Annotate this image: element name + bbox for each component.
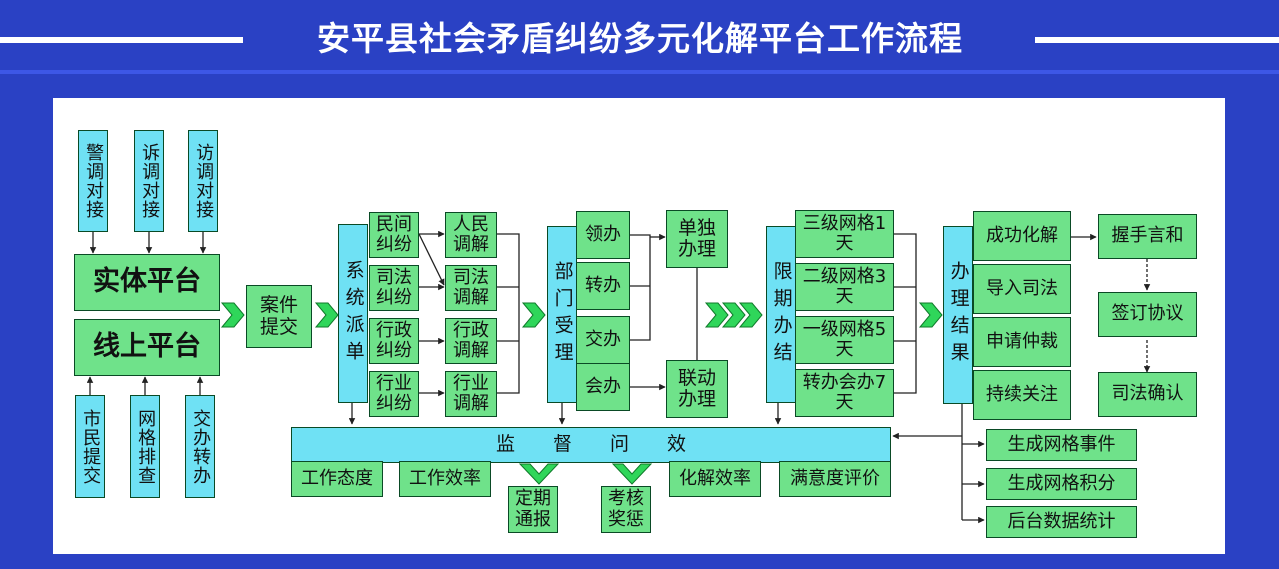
deadline-complete: 限期办结: [766, 226, 796, 403]
dispute-type-judicial: 司法纠纷: [369, 265, 419, 311]
dispute-type-industry: 行业纠纷: [369, 371, 419, 417]
action-assign: 交办: [576, 316, 630, 364]
dispute-type-administrative: 行政纠纷: [369, 318, 419, 364]
result-resolved: 成功化解: [973, 211, 1071, 261]
mediation-judicial: 司法调解: [445, 265, 497, 311]
supervision-satisfaction: 满意度评价: [779, 461, 891, 497]
chain-confirm: 司法确认: [1098, 372, 1197, 417]
source-court: 诉调对接: [134, 130, 164, 232]
supervision-assessment: 考核奖惩: [601, 486, 651, 533]
dispute-type-civil: 民间纠纷: [369, 212, 419, 258]
deadline-transfer: 转办会办7天: [795, 369, 894, 417]
output-grid-points: 生成网格积分: [986, 468, 1137, 500]
title-line-left: [0, 37, 243, 43]
chain-handshake: 握手言和: [1098, 214, 1197, 259]
title-band: [0, 70, 1279, 74]
source-petition: 访调对接: [188, 130, 218, 232]
handling-linked: 联动办理: [666, 360, 728, 418]
action-lead: 领办: [576, 211, 630, 259]
supervision-report: 定期通报: [508, 486, 558, 533]
case-submit: 案件提交: [246, 285, 312, 348]
action-joint: 会办: [576, 363, 630, 411]
page-title: 安平县社会矛盾纠纷多元化解平台工作流程: [317, 19, 963, 58]
system-dispatch: 系统派单: [338, 224, 368, 403]
deadline-level-2: 二级网格3天: [795, 263, 894, 311]
chain-agreement: 签订协议: [1098, 292, 1197, 337]
result-arbitration: 申请仲裁: [973, 317, 1071, 367]
supervision-efficiency: 工作效率: [399, 461, 491, 497]
department-accept: 部门受理: [547, 226, 577, 403]
mediation-industry: 行业调解: [445, 371, 497, 417]
handling-single: 单独办理: [666, 210, 728, 268]
deadline-level-3: 三级网格1天: [795, 210, 894, 258]
source-police: 警调对接: [78, 130, 108, 232]
platform-online: 线上平台: [74, 319, 220, 376]
supervision-attitude: 工作态度: [291, 461, 383, 497]
result-monitor: 持续关注: [973, 370, 1071, 420]
output-grid-event: 生成网格事件: [986, 429, 1137, 461]
handling-result: 办理结果: [943, 226, 973, 404]
mediation-people: 人民调解: [445, 212, 497, 258]
supervision-bar: 监督问效: [291, 427, 891, 463]
supervision-resolution: 化解效率: [669, 461, 761, 497]
action-transfer: 转办: [576, 262, 630, 310]
mediation-administrative: 行政调解: [445, 318, 497, 364]
source-grid: 网格排查: [130, 395, 160, 498]
result-judicial: 导入司法: [973, 264, 1071, 314]
source-citizen: 市民提交: [75, 395, 105, 498]
deadline-level-1: 一级网格5天: [795, 316, 894, 364]
source-transfer: 交办转办: [185, 395, 215, 498]
output-statistics: 后台数据统计: [986, 506, 1137, 538]
title-line-right: [1035, 37, 1279, 43]
platform-physical: 实体平台: [74, 254, 220, 311]
